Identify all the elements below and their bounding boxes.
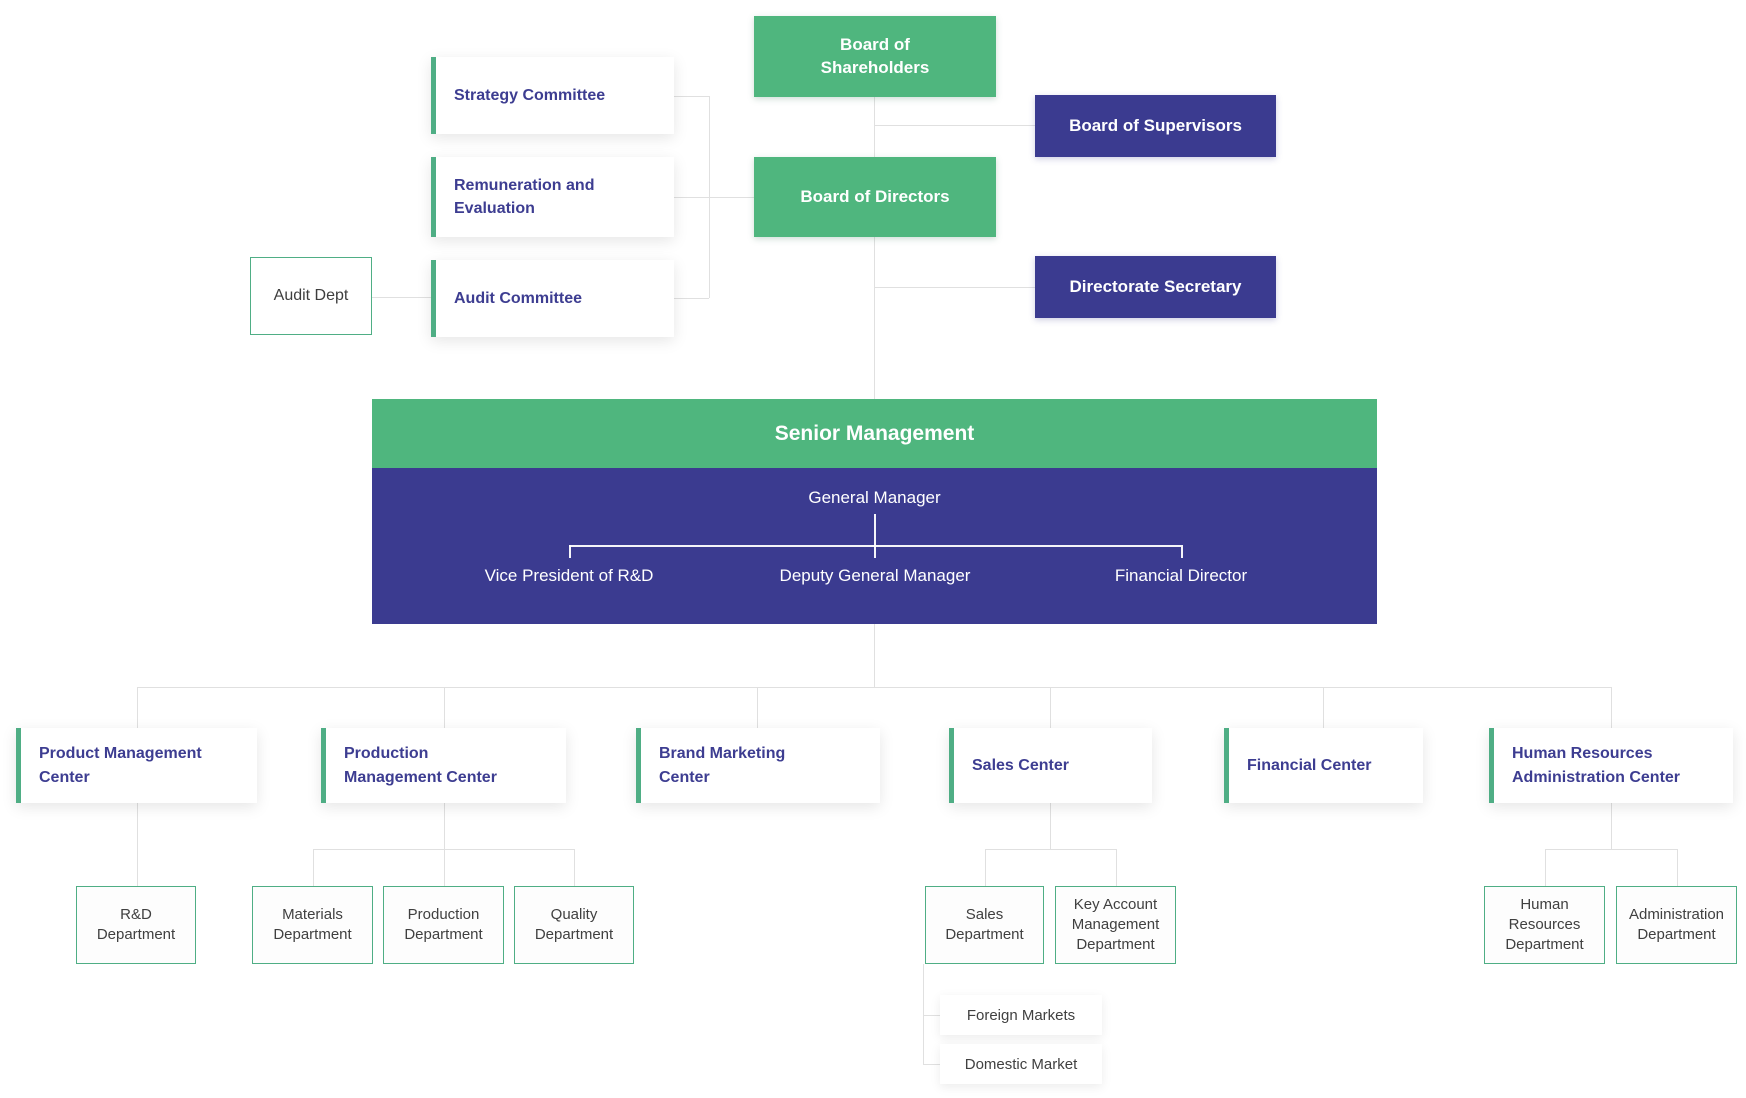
connector bbox=[1677, 849, 1678, 886]
node-label: Board of Shareholders bbox=[820, 34, 930, 77]
connector bbox=[444, 687, 445, 728]
connector bbox=[1611, 803, 1612, 849]
node-label: Human Resources Administration Center bbox=[1512, 745, 1681, 786]
connector bbox=[757, 687, 758, 728]
connector bbox=[674, 298, 709, 299]
connector bbox=[874, 125, 1035, 126]
node-label: Brand Marketing Center bbox=[659, 745, 786, 786]
node-label: Sales Center bbox=[972, 756, 1069, 774]
connector bbox=[674, 96, 709, 97]
node-deputy-general-manager: Deputy General Manager bbox=[779, 566, 971, 585]
node-label: Sales Department bbox=[945, 906, 1024, 943]
connector bbox=[444, 803, 445, 849]
node-sales-department: Sales Department bbox=[925, 886, 1044, 964]
connector bbox=[1050, 803, 1051, 849]
senior-management-title: Senior Management bbox=[774, 421, 975, 445]
node-materials-department: Materials Department bbox=[252, 886, 373, 964]
connector bbox=[444, 849, 445, 886]
connector bbox=[313, 849, 314, 886]
node-general-manager: General Manager bbox=[808, 488, 941, 507]
connector bbox=[874, 287, 1035, 288]
node-financial-center: Financial Center bbox=[1224, 728, 1423, 803]
node-key-account-management-department: Key Account Management Department bbox=[1055, 886, 1176, 964]
node-label: Human Resources Department bbox=[1505, 896, 1584, 953]
connector bbox=[923, 1015, 940, 1016]
node-label: Board of Supervisors bbox=[1069, 116, 1242, 135]
node-label: Audit Dept bbox=[273, 287, 349, 304]
connector bbox=[874, 97, 875, 157]
node-label: Key Account Management Department bbox=[1071, 896, 1160, 953]
connector bbox=[674, 197, 754, 198]
node-board-of-directors: Board of Directors bbox=[754, 157, 996, 237]
node-label: Materials Department bbox=[273, 906, 352, 943]
connector bbox=[137, 687, 138, 728]
connector bbox=[923, 1064, 940, 1065]
node-rnd-department: R&D Department bbox=[76, 886, 196, 964]
node-label: Domestic Market bbox=[964, 1055, 1078, 1073]
node-strategy-committee: Strategy Committee bbox=[431, 57, 674, 134]
node-label: Production Department bbox=[404, 906, 483, 943]
node-label: R&D Department bbox=[96, 906, 176, 943]
connector bbox=[1050, 687, 1051, 728]
connector-white bbox=[569, 545, 571, 558]
node-board-of-shareholders: Board of Shareholders bbox=[754, 16, 996, 97]
node-label: Production Management Center bbox=[344, 745, 497, 786]
node-hr-administration-center: Human Resources Administration Center bbox=[1489, 728, 1733, 803]
node-label: Administration Department bbox=[1628, 906, 1725, 943]
connector bbox=[1323, 687, 1324, 728]
connector bbox=[1611, 687, 1612, 728]
node-label: Financial Center bbox=[1247, 756, 1372, 774]
connector bbox=[1545, 849, 1546, 886]
connector bbox=[137, 803, 138, 886]
node-product-management-center: Product Management Center bbox=[16, 728, 257, 803]
connector bbox=[874, 624, 875, 687]
connector bbox=[985, 849, 986, 886]
node-audit-committee: Audit Committee bbox=[431, 260, 674, 337]
node-human-resources-department: Human Resources Department bbox=[1484, 886, 1605, 964]
connector bbox=[574, 849, 575, 886]
node-label: Remuneration and Evaluation bbox=[454, 176, 595, 217]
node-audit-dept: Audit Dept bbox=[250, 257, 372, 335]
node-label: Foreign Markets bbox=[966, 1006, 1076, 1024]
node-label: Strategy Committee bbox=[454, 86, 606, 104]
node-production-department: Production Department bbox=[383, 886, 504, 964]
node-label: Directorate Secretary bbox=[1069, 277, 1242, 296]
connector-white bbox=[874, 514, 876, 545]
node-financial-director: Financial Director bbox=[1114, 566, 1248, 585]
node-foreign-markets: Foreign Markets bbox=[940, 995, 1102, 1035]
node-domestic-market: Domestic Market bbox=[940, 1044, 1102, 1084]
node-label: Audit Committee bbox=[454, 289, 582, 307]
connector-white bbox=[874, 545, 876, 558]
connector bbox=[1116, 849, 1117, 886]
node-label: Product Management Center bbox=[39, 745, 202, 786]
node-quality-department: Quality Department bbox=[514, 886, 634, 964]
node-brand-marketing-center: Brand Marketing Center bbox=[636, 728, 880, 803]
node-board-of-supervisors: Board of Supervisors bbox=[1035, 95, 1276, 157]
connector bbox=[313, 849, 574, 850]
connector bbox=[137, 687, 1611, 688]
node-sales-center: Sales Center bbox=[949, 728, 1152, 803]
node-production-management-center: Production Management Center bbox=[321, 728, 566, 803]
node-administration-department: Administration Department bbox=[1616, 886, 1737, 964]
connector bbox=[985, 849, 1116, 850]
node-remuneration-and-evaluation: Remuneration and Evaluation bbox=[431, 157, 674, 237]
connector bbox=[1545, 849, 1677, 850]
node-directorate-secretary: Directorate Secretary bbox=[1035, 256, 1276, 318]
connector-white bbox=[1181, 545, 1183, 558]
node-vice-president-rnd: Vice President of R&D bbox=[484, 566, 654, 585]
senior-management-body: General Manager Vice President of R&D De… bbox=[372, 468, 1377, 624]
connector bbox=[372, 297, 431, 298]
node-label: Quality Department bbox=[534, 906, 614, 943]
senior-management-header: Senior Management bbox=[372, 399, 1377, 468]
connector bbox=[923, 964, 924, 1064]
node-label: Board of Directors bbox=[800, 186, 950, 206]
connector bbox=[874, 237, 875, 399]
